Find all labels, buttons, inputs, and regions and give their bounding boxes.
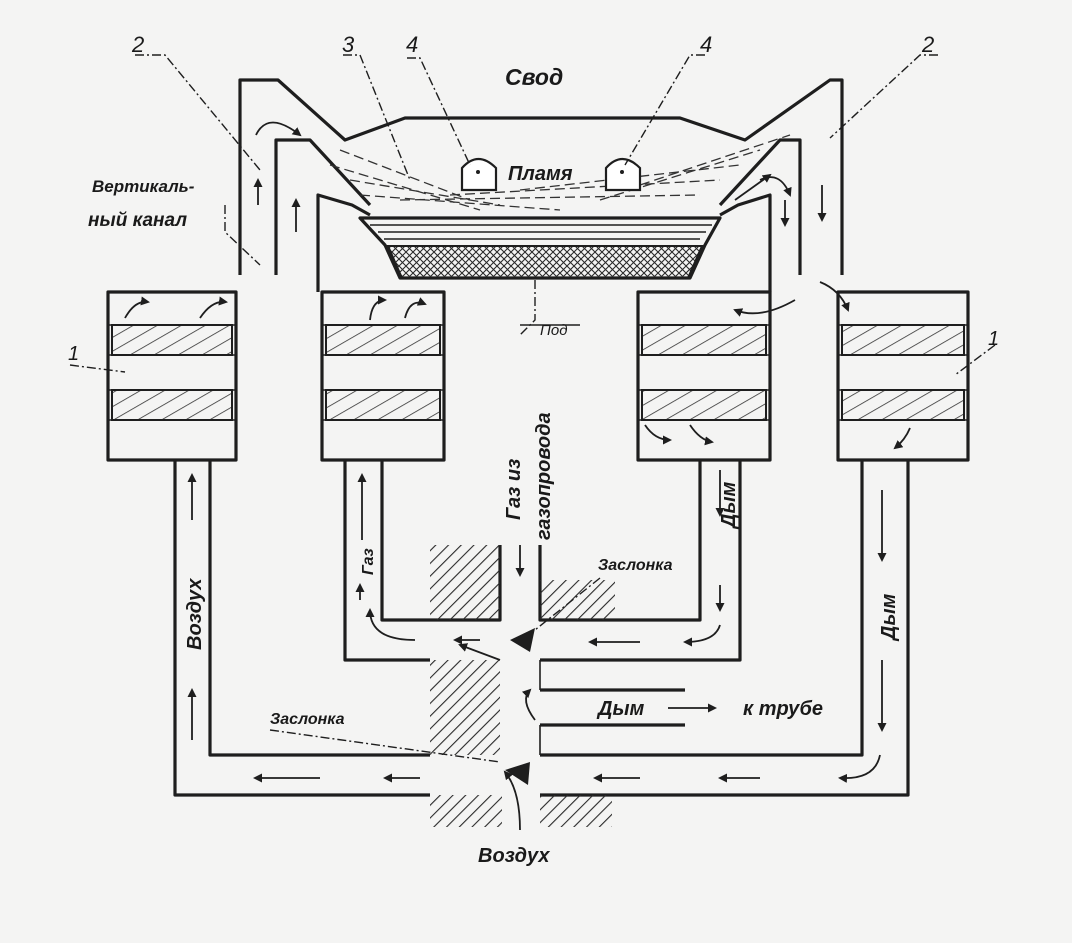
regenerator-right-inner <box>636 290 796 462</box>
stack-channel <box>540 688 685 727</box>
leader-lines <box>69 54 996 763</box>
flue-system <box>173 460 910 831</box>
label-smoke-to-stack-a: Дым <box>596 698 645 720</box>
bath-outline <box>358 216 722 280</box>
furnace-outer-wall <box>238 78 844 275</box>
furnace-inner-wall-right <box>718 138 802 275</box>
burner-right <box>604 157 642 192</box>
regenerator-left-outer <box>106 290 238 462</box>
label-vertical-channel-1: Вертикаль- <box>92 177 195 196</box>
masonry-hatch-lower-right <box>540 795 612 827</box>
furnace-lower-wall <box>316 193 772 292</box>
masonry-hatch-mid-left <box>430 660 500 755</box>
label-gas-from-pipeline-2: газопровода <box>533 412 555 540</box>
callout-number-4-left: 4 <box>406 32 418 57</box>
callout-number-1-right: 1 <box>988 328 999 350</box>
callout-number-4-right: 4 <box>700 32 712 57</box>
masonry-hatch-upper-left <box>430 545 500 620</box>
label-vertical-channel-2: ный канал <box>88 210 187 231</box>
hearth-crosshatch <box>386 245 704 279</box>
callout-number-3: 3 <box>342 32 355 57</box>
burner-left-port <box>476 170 480 174</box>
molten-metal-lines <box>370 224 712 240</box>
furnace-inner-wall-left <box>274 138 372 275</box>
label-gas: Газ <box>360 548 377 575</box>
masonry-hatch-lower-left <box>430 795 502 827</box>
label-flame: Пламя <box>508 163 573 185</box>
callout-number-1-left: 1 <box>68 343 79 365</box>
air-flue-outer <box>173 460 910 797</box>
flow-arrow-roof-left <box>255 121 302 137</box>
label-damper-top: Заслонка <box>598 557 673 574</box>
label-roof: Свод <box>505 64 563 90</box>
gas-flue-outer <box>343 460 742 662</box>
masonry-hatch-upper-right <box>540 580 615 620</box>
label-air-left: Воздух <box>184 578 206 650</box>
regenerator-right-outer <box>819 281 970 462</box>
label-smoke-to-stack-b: к трубе <box>743 698 823 720</box>
label-hearth: Под <box>540 322 568 339</box>
label-air-bottom: Воздух <box>478 845 550 867</box>
regenerator-left-inner <box>320 290 446 462</box>
burner-right-port <box>620 170 624 174</box>
callout-number-2-left: 2 <box>131 32 144 57</box>
label-smoke-center: Дым <box>718 481 740 530</box>
flow-arrow-flame-right <box>734 173 772 201</box>
air-flue-inner <box>208 460 864 757</box>
damper-top <box>510 628 535 652</box>
label-gas-from-pipeline-1: Газ из <box>503 459 525 520</box>
burner-left <box>460 157 498 192</box>
callout-number-2-right: 2 <box>921 32 934 57</box>
damper-bottom <box>505 762 530 785</box>
label-damper-bottom: Заслонка <box>270 711 345 728</box>
furnace-chamber <box>238 78 844 292</box>
label-smoke-right: Дым <box>878 593 900 642</box>
